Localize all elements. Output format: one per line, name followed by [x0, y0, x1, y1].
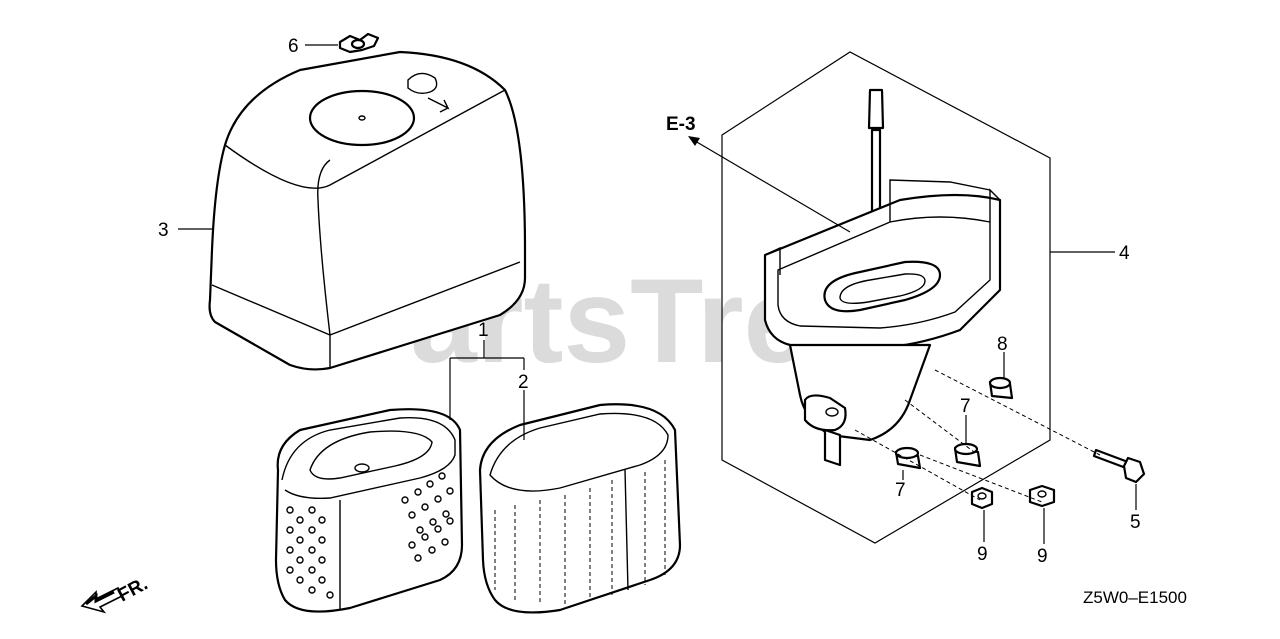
callout-4: 4 — [1119, 243, 1130, 264]
bolt-5-part — [1092, 448, 1146, 484]
foam-element-part — [478, 403, 682, 614]
flange-nut-9-left-part — [970, 486, 994, 510]
reference-leader-e3 — [689, 137, 851, 233]
element-perforation-pattern — [286, 472, 454, 599]
callout-1: 1 — [478, 320, 489, 341]
cover-arrow-icon — [407, 72, 450, 113]
callout-2: 2 — [518, 372, 529, 393]
diagram-code: Z5W0–E1500 — [1083, 588, 1187, 607]
air-cleaner-case-part — [763, 88, 1002, 467]
assembly-boundary-outline — [721, 51, 1051, 544]
callout-9-left: 9 — [977, 544, 988, 565]
callout-ref-e3: E-3 — [666, 114, 696, 135]
front-direction-marker: FR. — [80, 574, 151, 614]
reference-arrowhead-icon — [688, 136, 700, 146]
callout-9-right: 9 — [1037, 546, 1048, 567]
collar-7-lower-part — [894, 446, 922, 470]
paper-element-part — [274, 408, 464, 613]
air-cleaner-cover-part — [208, 50, 527, 371]
collar-8-part — [988, 376, 1014, 400]
flange-nut-9-right-part — [1028, 484, 1056, 508]
callout-7-lower: 7 — [895, 480, 906, 501]
front-label: FR. — [114, 574, 151, 607]
callout-3: 3 — [158, 220, 169, 241]
foam-texture — [494, 460, 666, 605]
callout-6: 6 — [288, 36, 299, 57]
wing-nut-part — [338, 32, 380, 54]
callout-5: 5 — [1130, 512, 1141, 533]
callout-7-upper: 7 — [960, 396, 971, 417]
callout-8: 8 — [997, 334, 1008, 355]
